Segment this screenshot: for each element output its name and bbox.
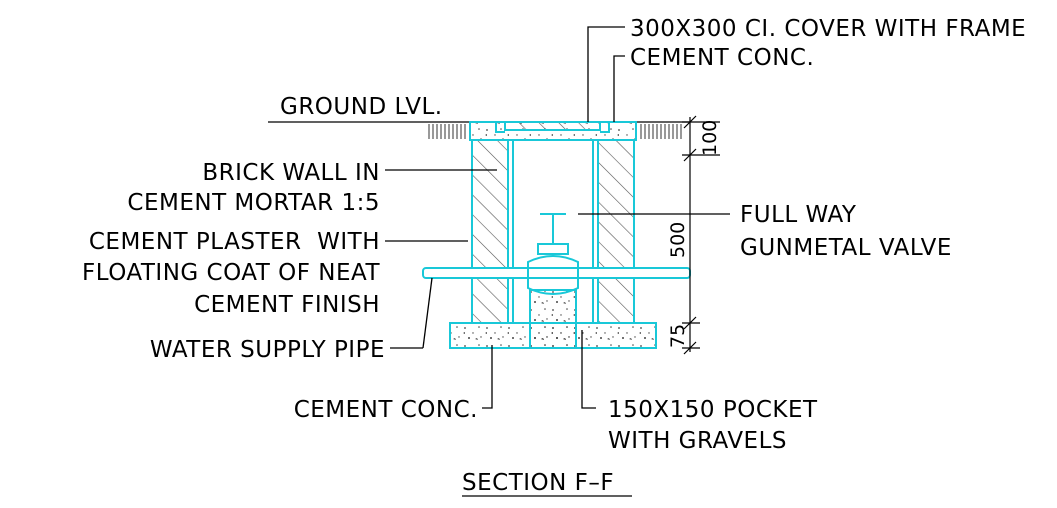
brick-wall-right [597,139,635,324]
dimension-lines [682,115,720,355]
brick-wall-left [471,139,509,324]
label-pocket-2: WITH GRAVELS [608,428,787,454]
ci-cover [504,121,601,131]
label-brick-wall-1: BRICK WALL IN [202,160,380,186]
dim-chamber-height: 500 [667,222,689,258]
label-plaster-2: FLOATING COAT OF NEAT [82,260,380,286]
section-title: SECTION F–F [462,470,614,496]
label-plaster-3: CEMENT FINISH [194,292,380,318]
label-ground: GROUND LVL. [280,94,443,120]
leader-cover [587,26,625,122]
leader-pocket [581,330,596,409]
dim-base-thickness: 75 [667,324,689,348]
cover-frame [495,122,610,133]
leader-cement-top [613,55,625,122]
ground-hatch-right [638,124,682,139]
label-pipe: WATER SUPPLY PIPE [150,337,385,363]
leader-cement-bottom [482,345,493,409]
label-cover: 300X300 CI. COVER WITH FRAME [630,16,1026,42]
label-brick-wall-2: CEMENT MORTAR 1:5 [127,190,380,216]
label-valve-2: GUNMETAL VALVE [740,235,952,261]
gunmetal-valve [527,213,579,295]
gravel-pocket [529,289,577,349]
label-pocket-1: 150X150 POCKET [608,397,818,423]
label-cement-conc-top: CEMENT CONC. [630,45,814,71]
ground-hatch-left [428,124,468,139]
label-cement-conc-bottom: CEMENT CONC. [294,397,478,423]
label-plaster-1: CEMENT PLASTER WITH [89,229,380,255]
label-valve-1: FULL WAY [740,202,857,228]
water-supply-pipe [422,267,691,279]
dim-cover-thickness: 100 [699,120,721,156]
